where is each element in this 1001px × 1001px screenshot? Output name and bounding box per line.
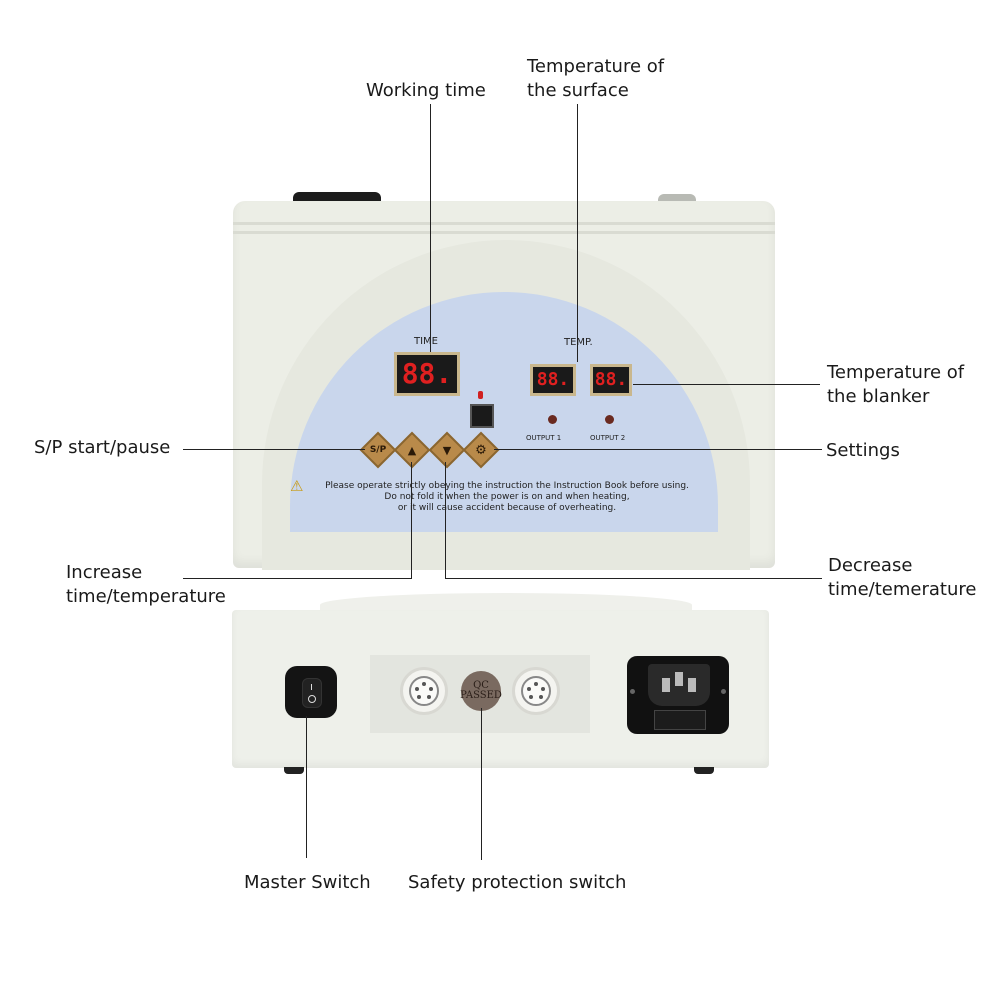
callout-surface-temp-2: the surface — [527, 80, 629, 101]
output1-led — [548, 415, 557, 424]
output1-label: OUTPUT 1 — [526, 434, 562, 442]
start-pause-label: S/P — [369, 445, 387, 455]
leader-line-blanket-temp — [633, 384, 820, 385]
callout-increase-1: Increase — [66, 562, 143, 583]
leader-line-increase — [411, 462, 412, 578]
wrench-icon: ⚙ — [475, 442, 487, 458]
leader-line-decrease-h — [445, 578, 822, 579]
output1-socket[interactable] — [400, 667, 448, 715]
callout-safety-switch: Safety protection switch — [408, 872, 627, 893]
leader-line-decrease — [445, 462, 446, 578]
callout-blanket-temp-2: the blanker — [827, 386, 930, 407]
output2-label: OUTPUT 2 — [590, 434, 626, 442]
up-arrow-icon: ▲ — [407, 443, 417, 457]
warning-icon: ⚠ — [290, 477, 304, 495]
callout-working-time: Working time — [366, 80, 486, 101]
leader-line-safety — [481, 708, 482, 860]
callout-master-switch: Master Switch — [244, 872, 371, 893]
screw-icon — [721, 689, 726, 694]
callout-surface-temp-1: Temperature of — [527, 56, 665, 77]
rubber-foot — [694, 767, 714, 774]
time-display: 88. — [394, 352, 460, 396]
leader-line-increase-h — [183, 578, 412, 579]
warning-line-3: or it will cause accident because of ove… — [397, 503, 617, 513]
temp-label: TEMP. — [564, 337, 593, 348]
top-knob — [658, 194, 696, 204]
down-arrow-icon: ▼ — [442, 443, 452, 457]
body-ridge — [233, 231, 775, 234]
power-indicator-icon — [478, 391, 483, 399]
leader-line-master-switch — [306, 716, 307, 858]
leader-line-surface-temp — [577, 104, 578, 362]
din-socket-icon — [521, 676, 551, 706]
callout-settings: Settings — [826, 440, 900, 461]
leader-line-working-time — [430, 104, 431, 352]
fuse-holder — [654, 710, 706, 730]
callout-increase-2: time/temperature — [66, 586, 226, 607]
callout-blanket-temp-1: Temperature of — [827, 362, 965, 383]
blanket-temp-display: 88. — [590, 364, 632, 396]
time-label: TIME — [414, 336, 439, 347]
iec-socket-icon — [648, 664, 710, 706]
din-socket-icon — [409, 676, 439, 706]
warning-line-1: Please operate strictly obeying the inst… — [325, 481, 689, 491]
body-ridge — [233, 222, 775, 225]
callout-start-pause: S/P start/pause — [34, 437, 171, 458]
safety-protection-switch[interactable]: QC PASSED — [460, 671, 502, 711]
callout-decrease-1: Decrease — [828, 555, 913, 576]
warning-line-2: Do not fold it when the power is on and … — [384, 492, 630, 502]
surface-temp-display: 88. — [530, 364, 576, 396]
leader-line-settings — [494, 449, 822, 450]
output2-led — [605, 415, 614, 424]
output2-socket[interactable] — [512, 667, 560, 715]
power-button[interactable] — [470, 404, 494, 428]
leader-line-start-pause — [183, 449, 365, 450]
power-symbol-icon — [302, 678, 322, 708]
rubber-foot — [284, 767, 304, 774]
screw-icon — [630, 689, 635, 694]
callout-decrease-2: time/temerature — [828, 579, 977, 600]
